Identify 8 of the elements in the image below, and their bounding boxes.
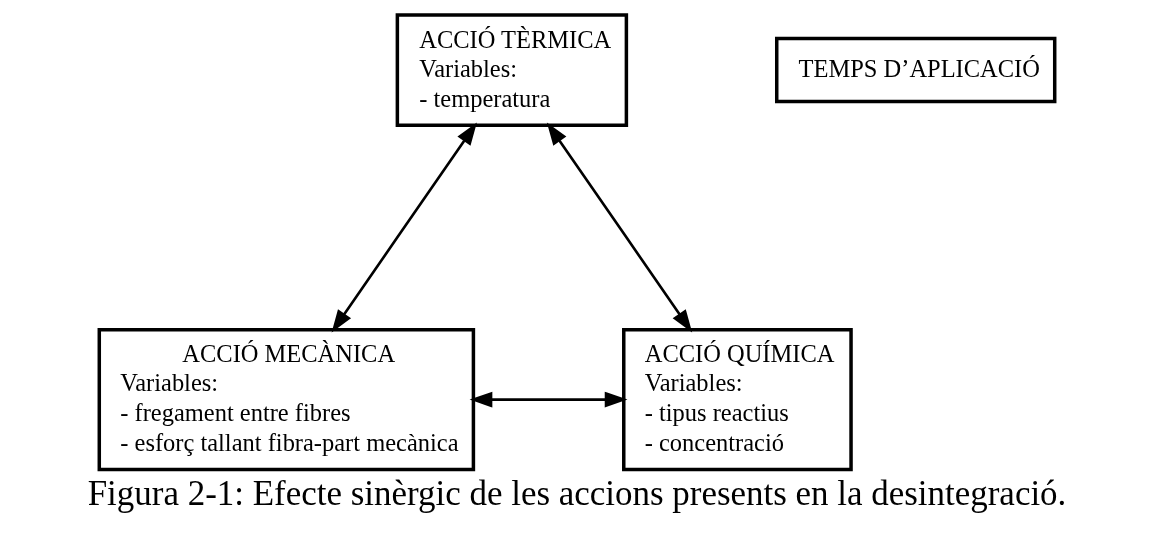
arrow [331, 122, 477, 333]
node-box: ACCIÓ TÈRMICA Variables: - temperatura [395, 13, 628, 127]
caption: Figura 2-1: Efecte sinèrgic de les accions presents en la desintegració. [87, 473, 1066, 513]
arrow [546, 122, 692, 333]
node-box: ACCIÓ QUÍMICA Variables: - tipus reactius - concentració [621, 327, 853, 472]
arrow [469, 391, 627, 408]
node-box: TEMPS D’APLICACIÓ [774, 36, 1056, 104]
node-box: ACCIÓ MECÀNICA Variables: - fregament entre fibres - esforç tallant fibra-part mecànica [97, 327, 475, 472]
